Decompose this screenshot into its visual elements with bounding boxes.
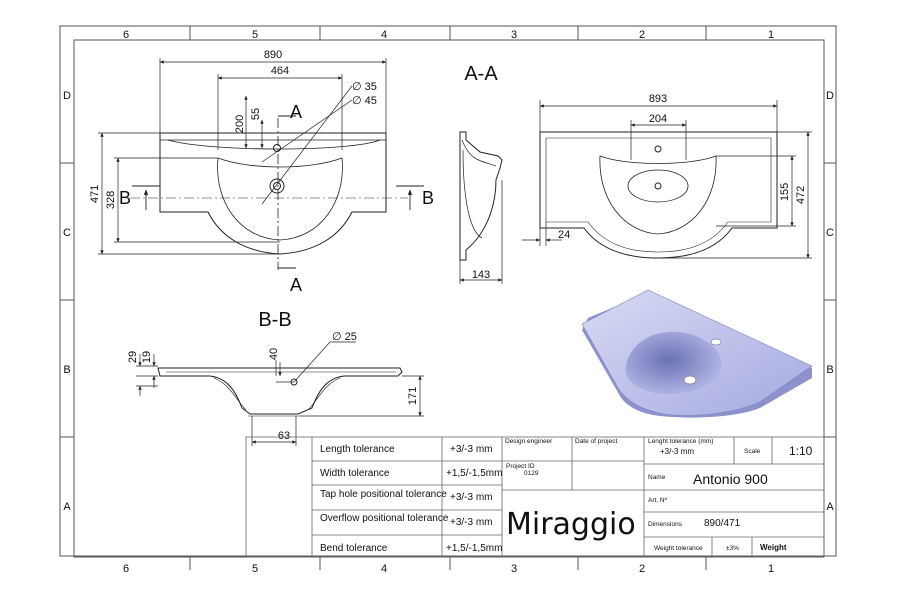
dim-29: 29 [127, 351, 139, 363]
tolerance-value-width: +1,5/-1,5mm [446, 468, 502, 479]
section-mark-b-right: B [422, 188, 434, 208]
plan-view-outline [159, 132, 387, 255]
tolerance-label-bend: Bend tolerance [320, 543, 388, 554]
frame-zone-numbers-top: 6 5 4 3 2 1 [123, 29, 774, 41]
scale-label: Scale [744, 448, 761, 455]
length-tol-value: +3/-3 mm [660, 447, 694, 456]
zone-top-4: 4 [381, 29, 387, 41]
dim-472: 472 [795, 186, 807, 204]
dim-464: 464 [271, 65, 289, 77]
dim-471: 471 [89, 185, 101, 203]
dim-155: 155 [779, 183, 791, 201]
frame-zone-letters: D C B A D C B A [63, 90, 834, 513]
weight-tol-label: Weight tolerance [654, 545, 703, 552]
zone-top-6: 6 [123, 29, 129, 41]
zone-right-C: C [826, 227, 834, 239]
dim-200: 200 [234, 115, 246, 133]
plan-tap-hole [273, 144, 281, 152]
dim-328: 328 [105, 191, 117, 209]
top-tap-hole [654, 145, 662, 153]
dim-19: 19 [141, 351, 153, 363]
tolerance-label-tap-hole: Tap hole positional tolerance [320, 489, 447, 500]
top-view [522, 100, 812, 259]
dim-204: 204 [649, 113, 667, 125]
dim-40: 40 [268, 348, 280, 360]
top-view-outline [539, 131, 778, 259]
tolerance-value-overflow: +3/-3 mm [450, 517, 493, 528]
zone-bottom-4: 4 [381, 563, 387, 575]
top-drain-hole [654, 182, 662, 190]
zone-left-C: C [63, 227, 71, 239]
plan-drain-hole [269, 178, 285, 194]
tolerance-value-length: +3/-3 mm [450, 444, 493, 455]
tolerance-label-overflow: Overflow positional tolerance [320, 513, 449, 524]
section-bb-title: B-B [258, 309, 291, 331]
dim-drain-dia: ∅ 25 [332, 331, 357, 343]
dim-143: 143 [472, 269, 490, 281]
zone-bottom-5: 5 [252, 563, 258, 575]
section-aa-profile [459, 131, 503, 284]
title-block-info: Design engineer Date of project Project … [505, 438, 813, 552]
project-id-value: 0129 [524, 470, 539, 477]
weight-label: Weight [760, 543, 787, 552]
length-tol-label: Lenght tolerance (mm) [648, 438, 713, 445]
section-mark-a-top: A [290, 102, 302, 122]
scale-value: 1:10 [789, 444, 813, 458]
zone-left-D: D [63, 90, 71, 102]
dim-890: 890 [264, 49, 282, 61]
section-mark-a-bottom: A [290, 275, 302, 295]
tolerance-value-bend: +1,5/-1,5mm [446, 543, 502, 554]
zone-bottom-1: 1 [768, 563, 774, 575]
zone-top-5: 5 [252, 29, 258, 41]
tolerance-value-tap-hole: +3/-3 mm [450, 492, 493, 503]
zone-top-3: 3 [511, 29, 517, 41]
name-label: Name [648, 474, 666, 481]
tolerance-label-width: Width tolerance [320, 468, 390, 479]
dim-tap-dia: ∅ 35 [352, 81, 377, 93]
plan-view-bowl [217, 157, 343, 241]
design-engineer-label: Design engineer [505, 438, 553, 445]
frame-zone-numbers-bottom: 6 5 4 3 2 1 [123, 563, 774, 575]
date-label: Date of project [575, 438, 617, 445]
dimensions-label: Dimensions [648, 521, 683, 528]
top-view-labels: 893 204 24 155 472 [558, 93, 807, 241]
zone-right-D: D [826, 90, 834, 102]
sink-3d-render [581, 289, 813, 418]
top-view-bowl [599, 155, 717, 235]
drawing-frame [59, 25, 837, 570]
tolerance-label-length: Length tolerance [320, 444, 395, 455]
zone-left-B: B [63, 364, 70, 376]
zone-right-B: B [826, 364, 833, 376]
section-mark-b-left: B [119, 188, 131, 208]
tolerance-table: Length tolerance +3/-3 mm Width toleranc… [320, 444, 502, 554]
dim-24: 24 [558, 229, 570, 241]
dim-171: 171 [407, 387, 419, 405]
zone-left-A: A [63, 501, 71, 513]
dim-overflow-dia: ∅ 45 [352, 95, 377, 107]
dim-893: 893 [649, 93, 667, 105]
brand-logo: Miraggio [506, 507, 636, 542]
zone-bottom-2: 2 [639, 563, 645, 575]
plan-view-rim-curve [167, 139, 381, 150]
section-bb-profile [136, 341, 424, 446]
art-number-label: Art. Nº [648, 497, 668, 504]
section-bb-labels: B-B 29 19 40 ∅ 25 171 63 [127, 309, 419, 442]
zone-bottom-6: 6 [123, 563, 129, 575]
product-name: Antonio 900 [693, 471, 768, 487]
zone-top-1: 1 [768, 29, 774, 41]
plan-view-labels: 890 464 ∅ 35 ∅ 45 200 55 471 328 A A B B [89, 49, 434, 295]
zone-bottom-3: 3 [511, 563, 517, 575]
project-id-label: Project ID [506, 463, 535, 470]
zone-top-2: 2 [639, 29, 645, 41]
dim-55: 55 [250, 108, 262, 120]
zone-right-A: A [826, 501, 834, 513]
title-block-grid [245, 436, 825, 558]
dimensions-value: 890/471 [704, 518, 741, 529]
plan-view [98, 58, 424, 270]
dim-63: 63 [278, 430, 290, 442]
section-aa-title: A-A [464, 63, 498, 85]
weight-tol-value: ±3% [726, 545, 739, 552]
